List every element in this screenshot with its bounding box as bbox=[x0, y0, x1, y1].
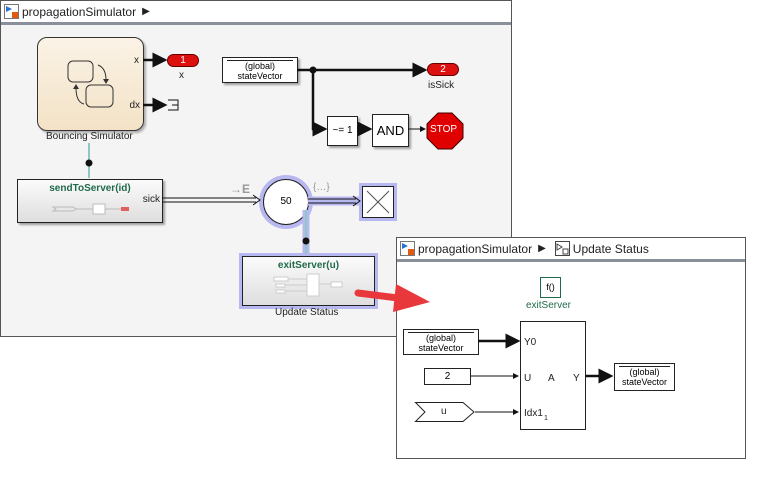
chart-port-dx: dx bbox=[129, 100, 140, 111]
global-from-statevector[interactable]: (global)stateVector bbox=[403, 329, 479, 355]
assign-center: A bbox=[548, 373, 555, 384]
trigger-label: exitServer bbox=[526, 300, 572, 311]
assign-port-idx: Idx1 bbox=[524, 408, 543, 419]
assign-port-y: Y bbox=[573, 373, 580, 384]
outport-2-label: isSick bbox=[428, 80, 455, 91]
trigger-port-block[interactable]: f() bbox=[540, 277, 561, 298]
from-line2: stateVector bbox=[237, 71, 283, 81]
assignment-block[interactable]: Y0 U A Y Idx1 1 bbox=[520, 321, 586, 430]
exit-preview-icon bbox=[273, 273, 343, 297]
queue-block[interactable]: 50 bbox=[263, 179, 309, 225]
from-line1: (global) bbox=[425, 333, 456, 343]
chart-port-x: x bbox=[134, 55, 139, 66]
assign-port-y0: Y0 bbox=[524, 337, 537, 348]
goto-line1: (global) bbox=[629, 367, 660, 377]
stateflow-icon bbox=[67, 60, 114, 108]
outport-1[interactable]: 1 bbox=[167, 54, 199, 67]
inport-label: u bbox=[441, 406, 447, 417]
constant-block[interactable]: 2 bbox=[424, 368, 471, 385]
sub-titlebar: propagationSimulator ▶ Update Status bbox=[397, 238, 745, 262]
terminator-block[interactable] bbox=[362, 186, 394, 218]
breadcrumb-arrow-icon: ▶ bbox=[538, 243, 546, 254]
global-goto-statevector[interactable]: (global)stateVector bbox=[614, 363, 675, 391]
send-preview-icon bbox=[51, 203, 129, 215]
send-to-server-title: sendToServer(id) bbox=[49, 183, 131, 194]
inport-u[interactable]: u bbox=[414, 402, 475, 422]
sub-window: propagationSimulator ▶ Update Status f()… bbox=[396, 237, 746, 459]
breadcrumb-subsystem[interactable]: Update Status bbox=[572, 241, 649, 256]
stop-block[interactable]: STOP bbox=[426, 112, 464, 150]
entity-label: →E bbox=[230, 182, 251, 196]
model-icon bbox=[4, 4, 19, 19]
assign-port-u: U bbox=[524, 373, 532, 384]
main-titlebar: propagationSimulator ▶ bbox=[1, 1, 511, 25]
goto-line2: stateVector bbox=[621, 377, 668, 387]
bouncing-simulator-block[interactable]: x dx bbox=[37, 37, 144, 131]
send-port-sick: sick bbox=[142, 194, 160, 205]
model-icon bbox=[400, 241, 415, 256]
subsystem-icon bbox=[554, 241, 570, 256]
bouncing-simulator-label: Bouncing Simulator bbox=[46, 131, 133, 142]
breadcrumb-arrow-icon[interactable]: ▶ bbox=[142, 6, 150, 17]
global-from-statevector[interactable]: (global)stateVector bbox=[222, 57, 298, 83]
send-to-server-block[interactable]: sendToServer(id) sick bbox=[17, 179, 163, 223]
from-line1: (global) bbox=[244, 61, 275, 71]
breadcrumb-model[interactable]: propagationSimulator bbox=[418, 241, 533, 256]
assign-idx-sub: 1 bbox=[544, 415, 548, 422]
and-block[interactable]: AND bbox=[372, 114, 409, 147]
from-line2: stateVector bbox=[418, 343, 464, 353]
breadcrumb-model[interactable]: propagationSimulator bbox=[22, 4, 137, 19]
sub-signal-lines bbox=[470, 333, 614, 415]
outport-1-label: x bbox=[179, 70, 184, 81]
exit-server-block[interactable]: exitServer(u) bbox=[242, 256, 375, 306]
outport-2[interactable]: 2 bbox=[427, 63, 459, 76]
update-status-label: Update Status bbox=[275, 307, 339, 318]
cross-icon bbox=[366, 190, 390, 214]
bus-label: {…} bbox=[313, 182, 330, 193]
inport-shape bbox=[414, 402, 475, 422]
stop-text: STOP bbox=[430, 124, 458, 135]
exit-server-title: exitServer(u) bbox=[277, 260, 340, 271]
stop-octagon-icon bbox=[426, 112, 464, 150]
